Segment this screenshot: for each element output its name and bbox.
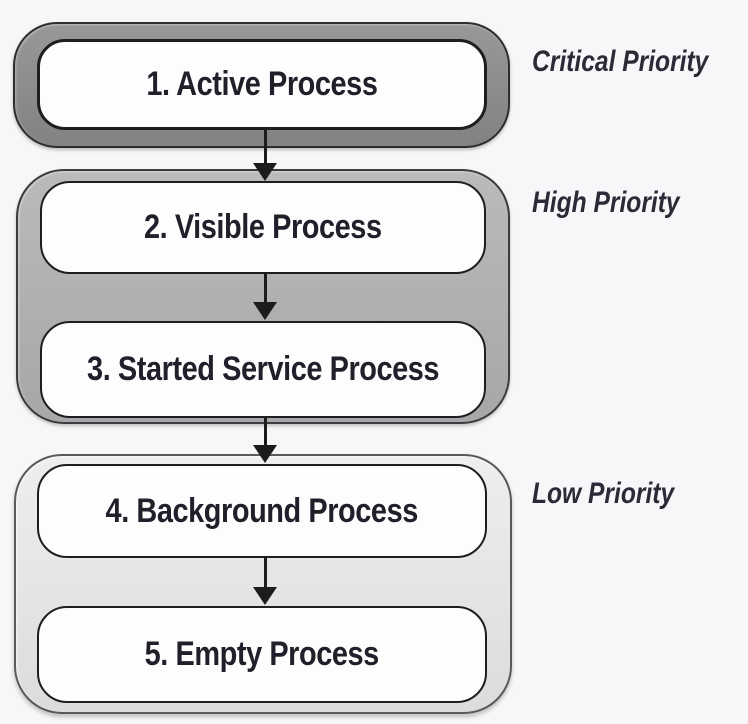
priority-label-high: High Priority [532, 186, 680, 219]
process-box-started-service: 3. Started Service Process [40, 321, 486, 418]
process-box-active: 1. Active Process [37, 39, 487, 130]
arrow-head [253, 302, 277, 320]
process-box-started-service-label: 3. Started Service Process [86, 350, 440, 388]
arrow-shaft [263, 557, 267, 587]
down-arrow-icon [253, 273, 277, 320]
arrow-head [253, 587, 277, 605]
arrow-shaft [263, 417, 267, 445]
process-box-empty-label: 5. Empty Process [144, 635, 380, 673]
process-box-visible-label: 2. Visible Process [144, 208, 382, 246]
down-arrow-icon [253, 557, 277, 605]
arrow-head [253, 163, 277, 181]
down-arrow-icon [253, 129, 277, 181]
down-arrow-icon [253, 417, 277, 463]
process-box-background-label: 4. Background Process [105, 491, 419, 530]
process-box-active-label: 1. Active Process [146, 65, 378, 103]
arrow-shaft [263, 129, 267, 163]
priority-label-low: Low Priority [532, 477, 675, 510]
arrow-head [253, 445, 277, 463]
arrow-shaft [263, 273, 267, 302]
process-box-background: 4. Background Process [37, 464, 487, 558]
process-box-empty: 5. Empty Process [37, 606, 487, 703]
process-box-visible: 2. Visible Process [40, 181, 486, 274]
priority-label-critical: Critical Priority [532, 45, 709, 78]
